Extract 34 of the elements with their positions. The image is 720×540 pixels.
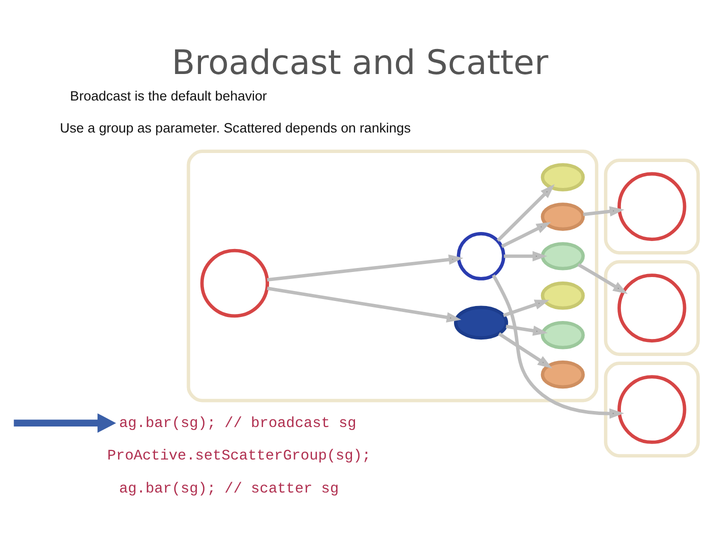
diagram-title: Broadcast and Scatter (172, 43, 548, 82)
node-ellipse (540, 202, 585, 231)
node-circle (618, 274, 686, 342)
label: Use a group as parameter. Scattered depends on rankings (60, 120, 411, 136)
arrow (583, 206, 624, 216)
arrow (577, 263, 628, 294)
label: ProActive.setScatterGroup(sg); (107, 448, 371, 465)
arrow (14, 413, 116, 433)
arrow (502, 300, 550, 318)
cluster (604, 260, 700, 356)
node-circle (200, 248, 270, 318)
arrow (498, 332, 552, 368)
node-ellipse (540, 321, 585, 350)
arrow (504, 251, 548, 262)
node-ellipse (454, 306, 508, 340)
node-text: ag.bar(sg); // broadcast sg (119, 416, 356, 432)
node-circle (618, 172, 686, 241)
cluster (186, 150, 598, 402)
arrow (267, 254, 464, 282)
node-ellipse (540, 163, 585, 192)
cluster (604, 158, 700, 254)
arrow (496, 184, 555, 242)
cluster (604, 362, 700, 458)
node-circle (456, 232, 506, 280)
node-ellipse (540, 282, 585, 310)
label: ag.bar(sg); // scatter sg (119, 481, 339, 498)
label: Broadcast is the default behavior (70, 88, 267, 104)
arrow (506, 324, 548, 336)
node-ellipse (540, 242, 585, 270)
node-ellipse (540, 360, 585, 389)
arrow (492, 274, 624, 419)
arrow (501, 222, 552, 248)
node-circle (618, 375, 686, 444)
arrow (266, 286, 462, 322)
